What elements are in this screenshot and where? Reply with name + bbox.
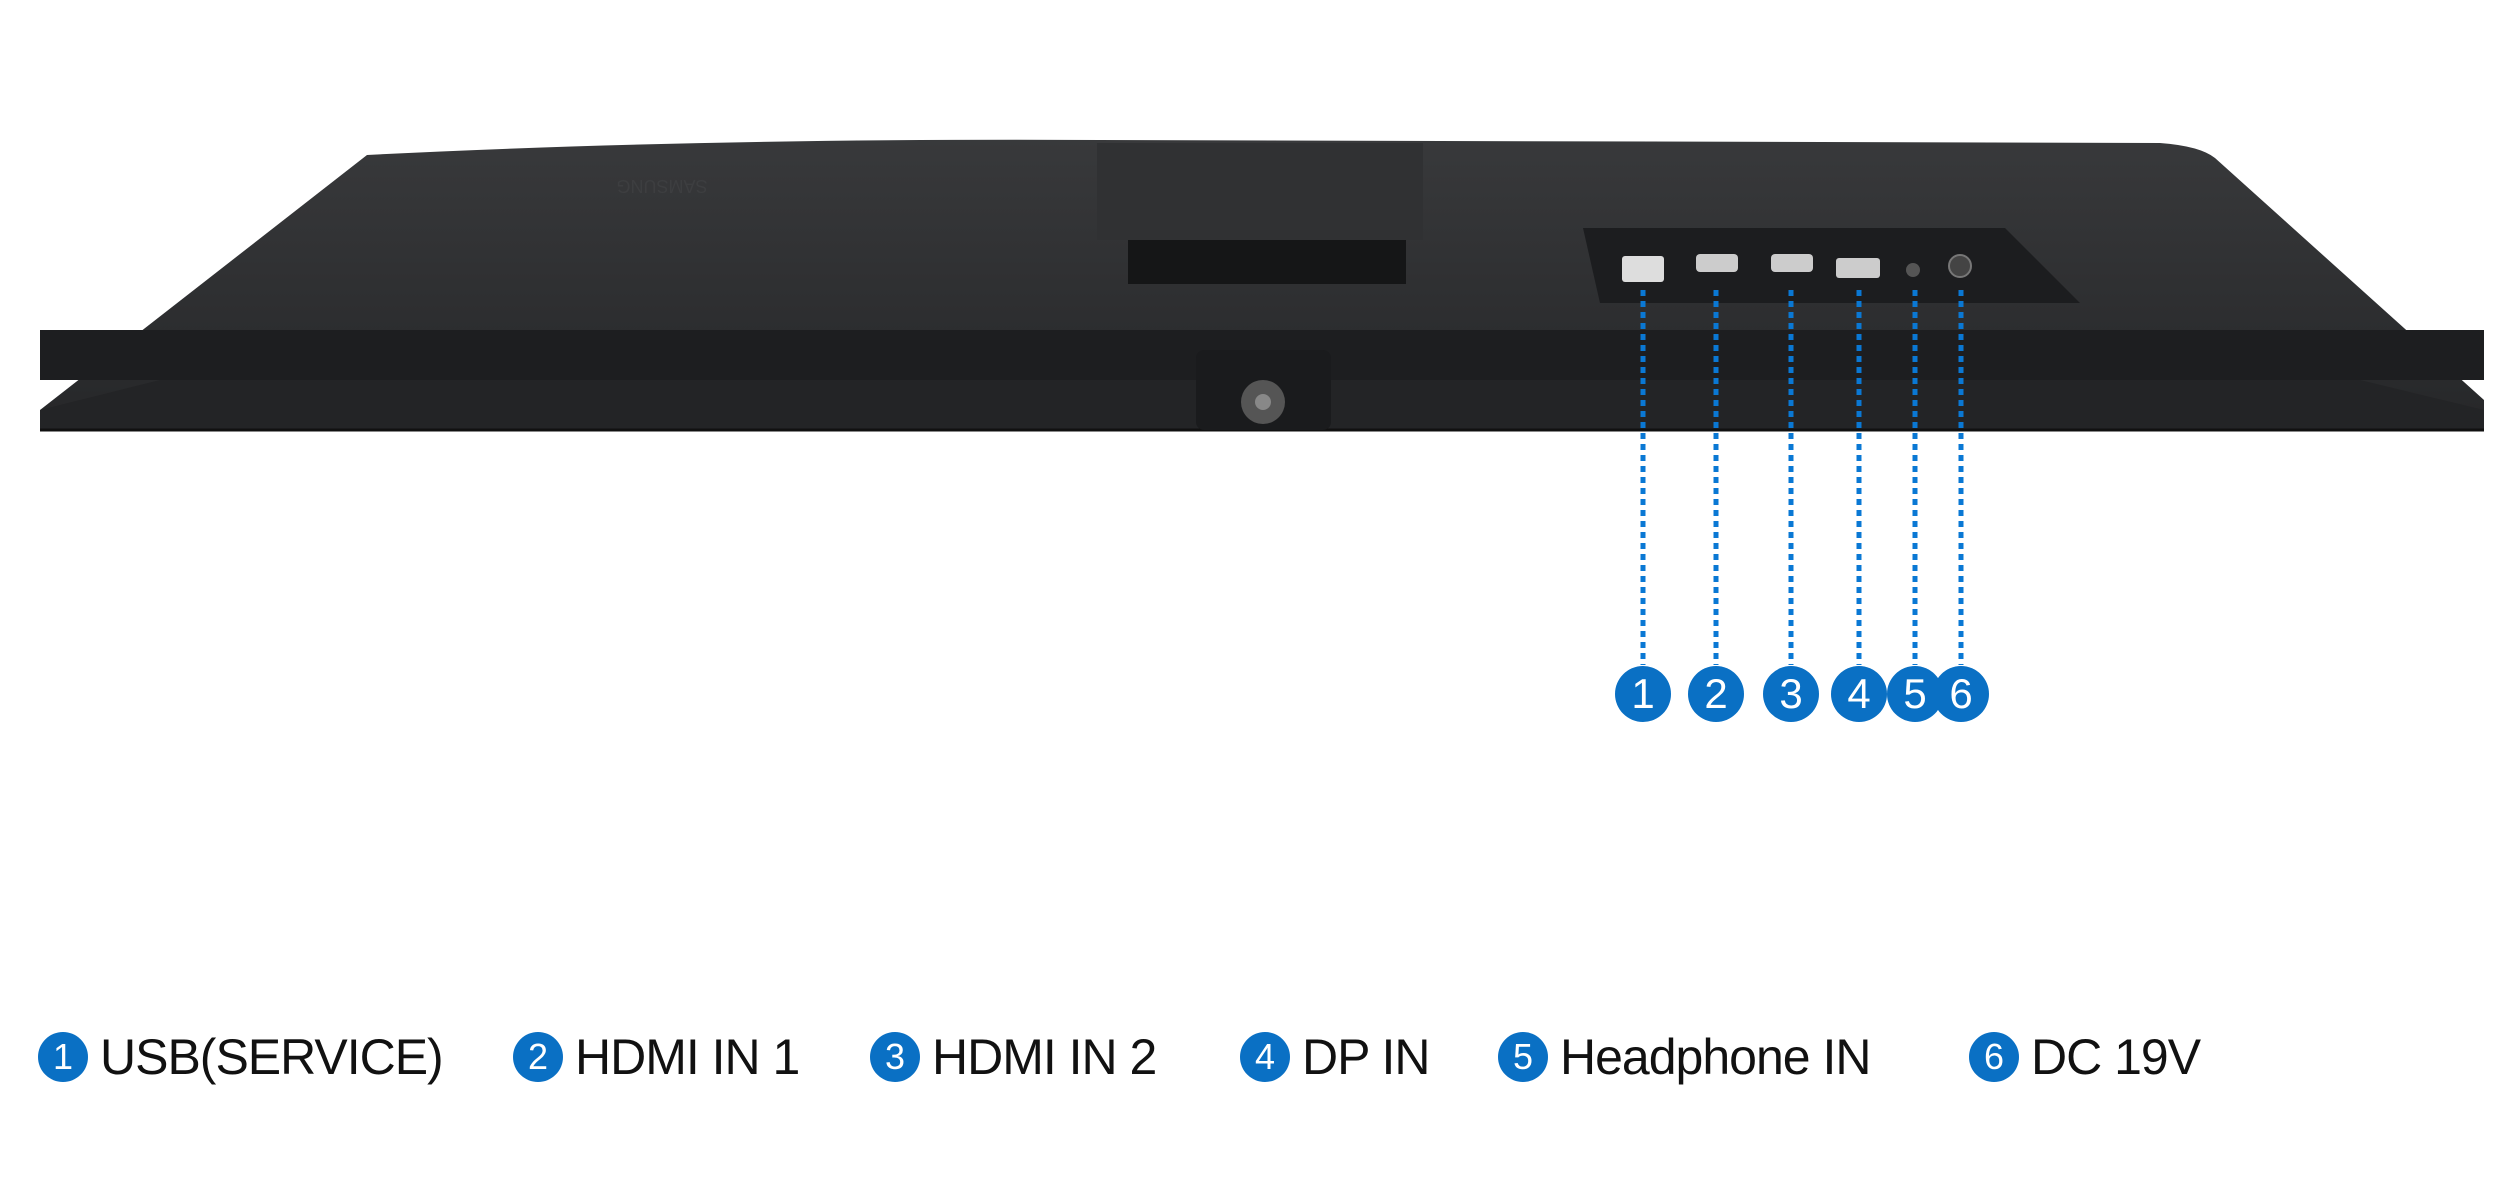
legend-item: 5 Headphone IN [1498, 1027, 1871, 1087]
headphone-jack [1906, 263, 1920, 277]
legend-item: 3 HDMI IN 2 [870, 1027, 1157, 1087]
legend-number: 6 [1969, 1032, 2019, 1082]
dc-jack [1948, 254, 1972, 278]
hdmi-port-2 [1771, 254, 1813, 272]
legend-number: 4 [1240, 1032, 1290, 1082]
legend-label: HDMI IN 1 [575, 1029, 800, 1085]
hdmi-port-1 [1696, 254, 1738, 272]
legend-label: DP IN [1302, 1029, 1430, 1085]
dp-port [1836, 258, 1880, 278]
monitor-back: SAMSUNG [40, 139, 2484, 432]
legend-item: 1 USB(SERVICE) [38, 1027, 444, 1087]
callout-2: 2 [1688, 666, 1744, 722]
port-panel [1583, 228, 2080, 303]
legend-item: 6 DC 19V [1969, 1027, 2201, 1087]
joystick-stand [1196, 350, 1331, 430]
callout-6: 6 [1933, 666, 1989, 722]
legend-number: 2 [513, 1032, 563, 1082]
callout-lines [1640, 290, 1964, 665]
callout-1: 1 [1615, 666, 1671, 722]
legend-label: Headphone IN [1560, 1029, 1871, 1085]
legend-item: 2 HDMI IN 1 [513, 1027, 800, 1087]
legend-label: DC 19V [2031, 1029, 2201, 1085]
port-legend: 1 USB(SERVICE) 2 HDMI IN 1 3 HDMI IN 2 4… [0, 1027, 2500, 1087]
legend-number: 5 [1498, 1032, 1548, 1082]
legend-number: 1 [38, 1032, 88, 1082]
vesa-mount-plate [1097, 143, 1423, 284]
usb-port [1622, 256, 1664, 282]
legend-item: 4 DP IN [1240, 1027, 1430, 1087]
callout-3: 3 [1763, 666, 1819, 722]
callout-4: 4 [1831, 666, 1887, 722]
legend-label: HDMI IN 2 [932, 1029, 1157, 1085]
legend-number: 3 [870, 1032, 920, 1082]
legend-label: USB(SERVICE) [100, 1029, 444, 1085]
samsung-logo: SAMSUNG [616, 176, 707, 196]
